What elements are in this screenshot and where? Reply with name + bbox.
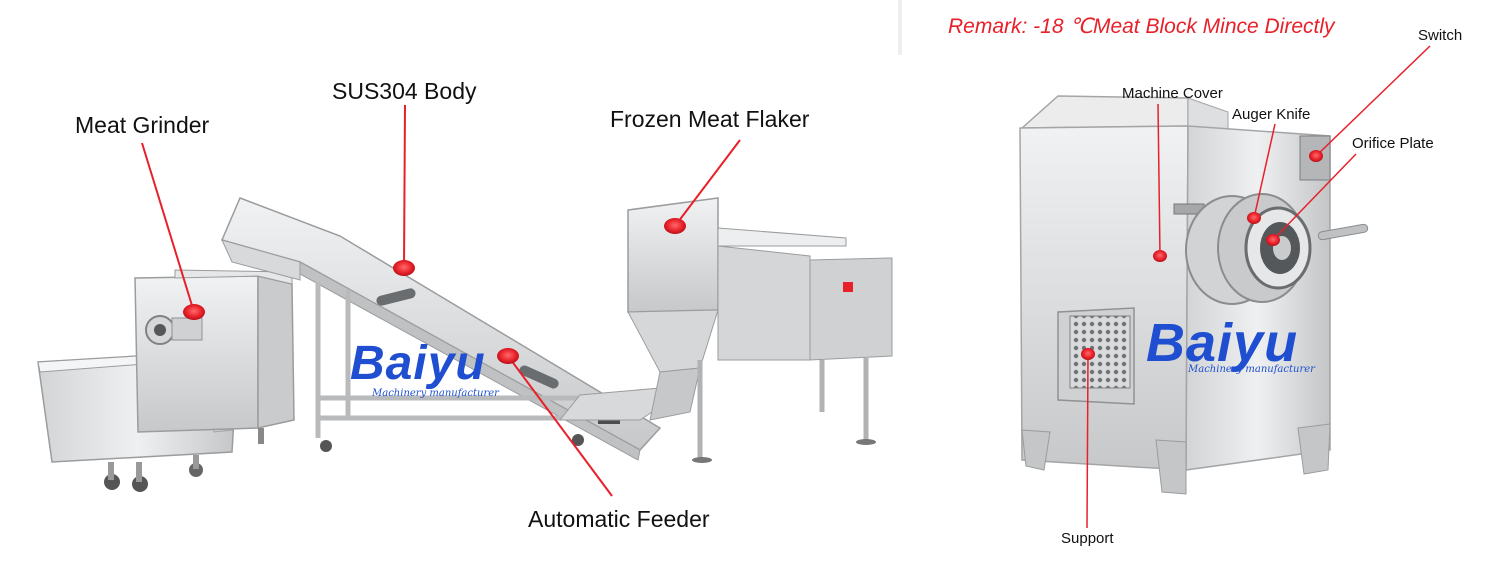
support-dot bbox=[1081, 348, 1095, 360]
orifice-plate-dot bbox=[1266, 234, 1280, 246]
switch-pointer bbox=[1309, 45, 1431, 162]
sus304-conveyor-body bbox=[220, 197, 671, 461]
label-support: Support bbox=[1061, 530, 1114, 547]
machine-cover-dot bbox=[1153, 250, 1167, 262]
orifice-plate-pointer bbox=[1266, 153, 1357, 246]
label-switch: Switch bbox=[1418, 27, 1463, 44]
label-machine-cover: Machine Cover bbox=[1122, 85, 1223, 102]
auger-knife-dot bbox=[1247, 212, 1261, 224]
machine-cover-pointer bbox=[1153, 103, 1167, 262]
brand-logo-left: Baiyu bbox=[350, 337, 486, 390]
frozen-meat-flaker-dot bbox=[664, 218, 686, 234]
switch-dot bbox=[1309, 150, 1323, 162]
auger-knife-pointer bbox=[1247, 123, 1276, 224]
automatic-feeder-dot bbox=[497, 348, 519, 364]
label-auger-knife: Auger Knife bbox=[1232, 106, 1311, 123]
meat-grinder-dot bbox=[183, 304, 205, 320]
brand-tagline-right: Machinery manufacturer bbox=[1188, 364, 1315, 375]
sus304-body-pointer bbox=[393, 104, 415, 276]
brand-logo-right: Baiyu bbox=[1146, 313, 1299, 373]
label-automatic-feeder: Automatic Feeder bbox=[528, 506, 710, 532]
label-frozen-meat-flaker: Frozen Meat Flaker bbox=[610, 106, 810, 132]
remark-text: Remark: -18 ℃Meat Block Mince Directly bbox=[948, 15, 1335, 38]
brand-tagline-left: Machinery manufacturer bbox=[372, 388, 499, 399]
label-orifice-plate: Orifice Plate bbox=[1352, 135, 1434, 152]
meat-grinder-pointer bbox=[141, 142, 205, 320]
support-pointer bbox=[1081, 348, 1095, 529]
frozen-meat-flaker-pointer bbox=[664, 139, 741, 234]
automatic-feeder-pointer bbox=[497, 348, 613, 497]
panel-divider bbox=[898, 0, 902, 55]
frozen-meat-flaker-unit bbox=[627, 197, 893, 463]
meat-grinder-unit bbox=[134, 269, 295, 444]
label-meat-grinder: Meat Grinder bbox=[75, 112, 210, 138]
label-sus304-body: SUS304 Body bbox=[332, 78, 477, 104]
sus304-body-dot bbox=[393, 260, 415, 276]
mincer-machine bbox=[1019, 95, 1369, 495]
